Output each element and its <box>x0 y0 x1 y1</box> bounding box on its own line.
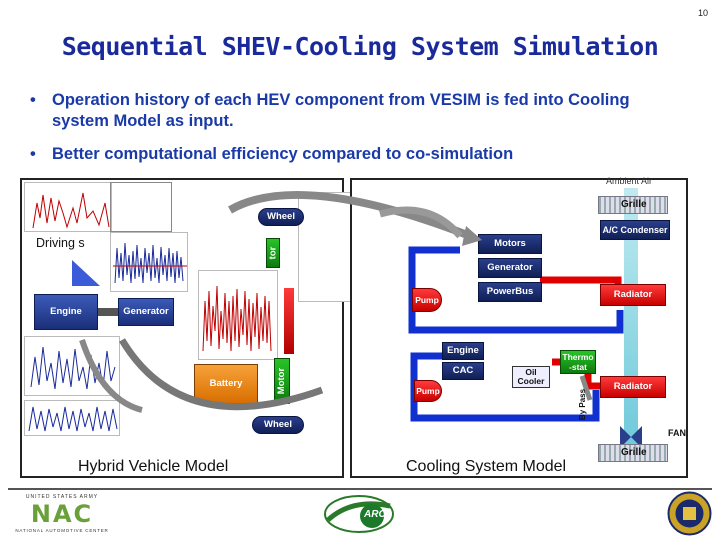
wheel-bottom-block: Wheel <box>252 416 304 434</box>
fan-icon <box>620 426 642 448</box>
selection-outline <box>110 182 172 232</box>
hybrid-vehicle-model-panel: Driving s Engine Generator Battery Motor… <box>20 178 394 478</box>
generator-cooling-block: Generator <box>478 258 542 278</box>
cooling-system-model-panel: Ambient Air Grille A/C Condenser Motors … <box>350 176 688 478</box>
chart-trace <box>28 406 118 432</box>
chart-trace <box>32 192 110 229</box>
mini-chart-battery <box>24 400 120 436</box>
ac-condenser-block: A/C Condenser <box>600 220 670 240</box>
page-number: 10 <box>697 8 708 18</box>
nac-logo: UNITED STATES ARMY NAC NATIONAL AUTOMOTI… <box>8 493 116 535</box>
oil-cooler-block: Oil Cooler <box>512 366 550 388</box>
bypass-label: By Pass <box>576 386 590 422</box>
grille-bottom: Grille <box>598 444 668 462</box>
driving-label: Driving s <box>36 236 85 250</box>
pump-top: Pump <box>412 288 442 312</box>
hybrid-model-caption: Hybrid Vehicle Model <box>78 458 229 475</box>
fan-label: FAN <box>668 428 686 438</box>
generator-block: Generator <box>118 298 174 326</box>
cooling-model-caption: Cooling System Model <box>406 458 567 475</box>
arc-logo-icon <box>324 495 394 533</box>
mini-chart-speed <box>24 182 112 232</box>
arc-logo: ARC <box>322 494 396 534</box>
engine-block: Engine <box>34 294 98 330</box>
grille-top-label: Grille <box>621 199 647 210</box>
slide-title: Sequential SHEV-Cooling System Simulatio… <box>61 32 659 61</box>
nac-bottom-line: NATIONAL AUTOMOTIVE CENTER <box>15 528 109 533</box>
shaft-connector <box>98 308 118 316</box>
arc-logo-text: ARC <box>364 509 386 520</box>
motors-block: Motors <box>478 234 542 254</box>
grille-bottom-label: Grille <box>621 447 647 458</box>
mini-chart-power <box>110 232 188 292</box>
oil-cooler-label: Oil Cooler <box>517 367 545 386</box>
bullet-list: Operation history of each HEV component … <box>30 90 690 177</box>
footer-divider <box>8 488 712 490</box>
university-seal-icon <box>667 491 712 536</box>
bullet-item: Operation history of each HEV component … <box>30 90 690 132</box>
grille-top: Grille <box>598 196 668 214</box>
battery-block: Battery <box>194 364 258 404</box>
radiator-bottom-block: Radiator <box>600 376 666 398</box>
chart-trace <box>113 242 187 284</box>
mini-chart-generator <box>198 270 278 360</box>
nac-logo-text: NAC <box>30 500 94 528</box>
thermostat-block: Thermo -stat <box>560 350 596 374</box>
engine-cooling-block: Engine <box>442 342 484 360</box>
chart-trace <box>202 285 272 352</box>
input-arrow-icon <box>72 260 100 286</box>
bypass-text: By Pass <box>578 388 588 420</box>
bullet-item: Better computational efficiency compared… <box>30 144 690 165</box>
radiator-top-block: Radiator <box>600 284 666 306</box>
powerbus-block: PowerBus <box>478 282 542 302</box>
feed-arrows <box>79 338 324 413</box>
nac-top-line: UNITED STATES ARMY <box>25 494 99 500</box>
cac-block: CAC <box>442 362 484 380</box>
pump-bottom: Pump <box>414 380 442 402</box>
ambient-air-label: Ambient Air <box>606 176 653 186</box>
powerbus-bar <box>284 288 294 354</box>
